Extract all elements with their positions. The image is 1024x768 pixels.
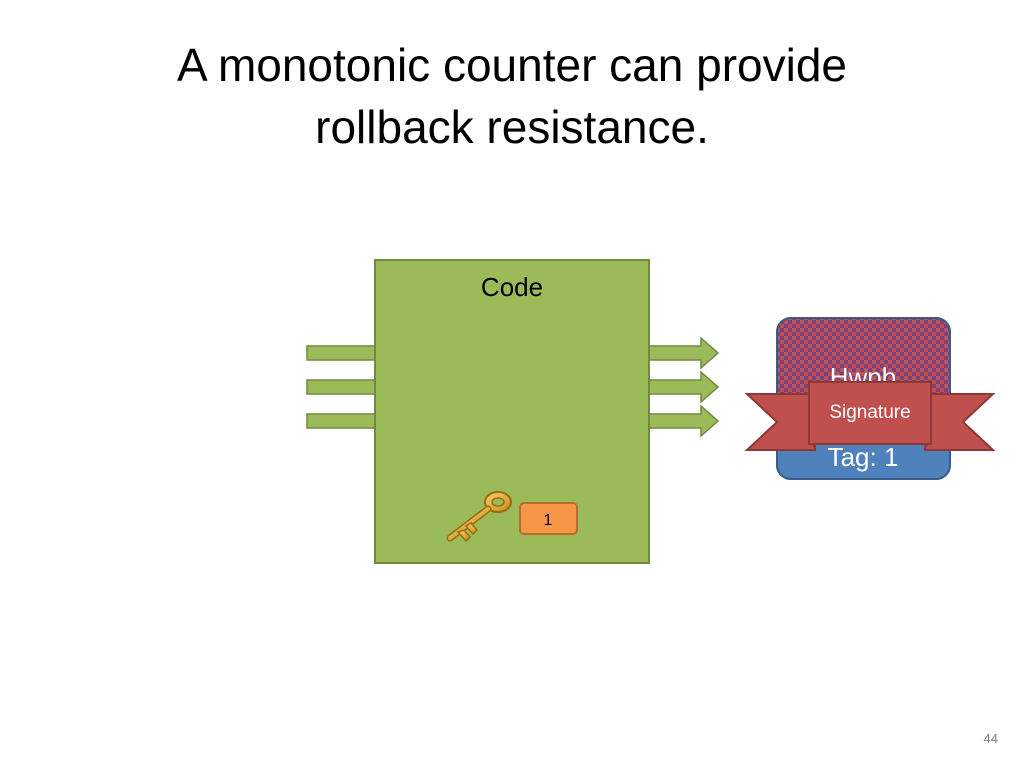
slide-title: A monotonic counter can provide rollback… (0, 34, 1024, 158)
output-arrow-2 (647, 370, 720, 404)
counter-value: 1 (544, 512, 553, 529)
code-box-label: Code (481, 272, 543, 302)
key-icon (446, 491, 512, 543)
output-arrow-3 (647, 404, 720, 438)
signature-ribbon: Signature (744, 381, 996, 451)
signature-label: Signature (829, 402, 910, 423)
counter-box (519, 502, 578, 535)
output-arrow-1 (647, 336, 720, 370)
input-arrow-2 (306, 379, 378, 395)
page-number: 44 (983, 731, 998, 746)
title-line-1: A monotonic counter can provide (177, 39, 847, 91)
code-box (374, 259, 650, 564)
input-arrow-3 (306, 413, 378, 429)
blob-tag: Tag: 1 (828, 442, 899, 472)
title-line-2: rollback resistance. (315, 101, 709, 153)
input-arrow-1 (306, 345, 378, 361)
